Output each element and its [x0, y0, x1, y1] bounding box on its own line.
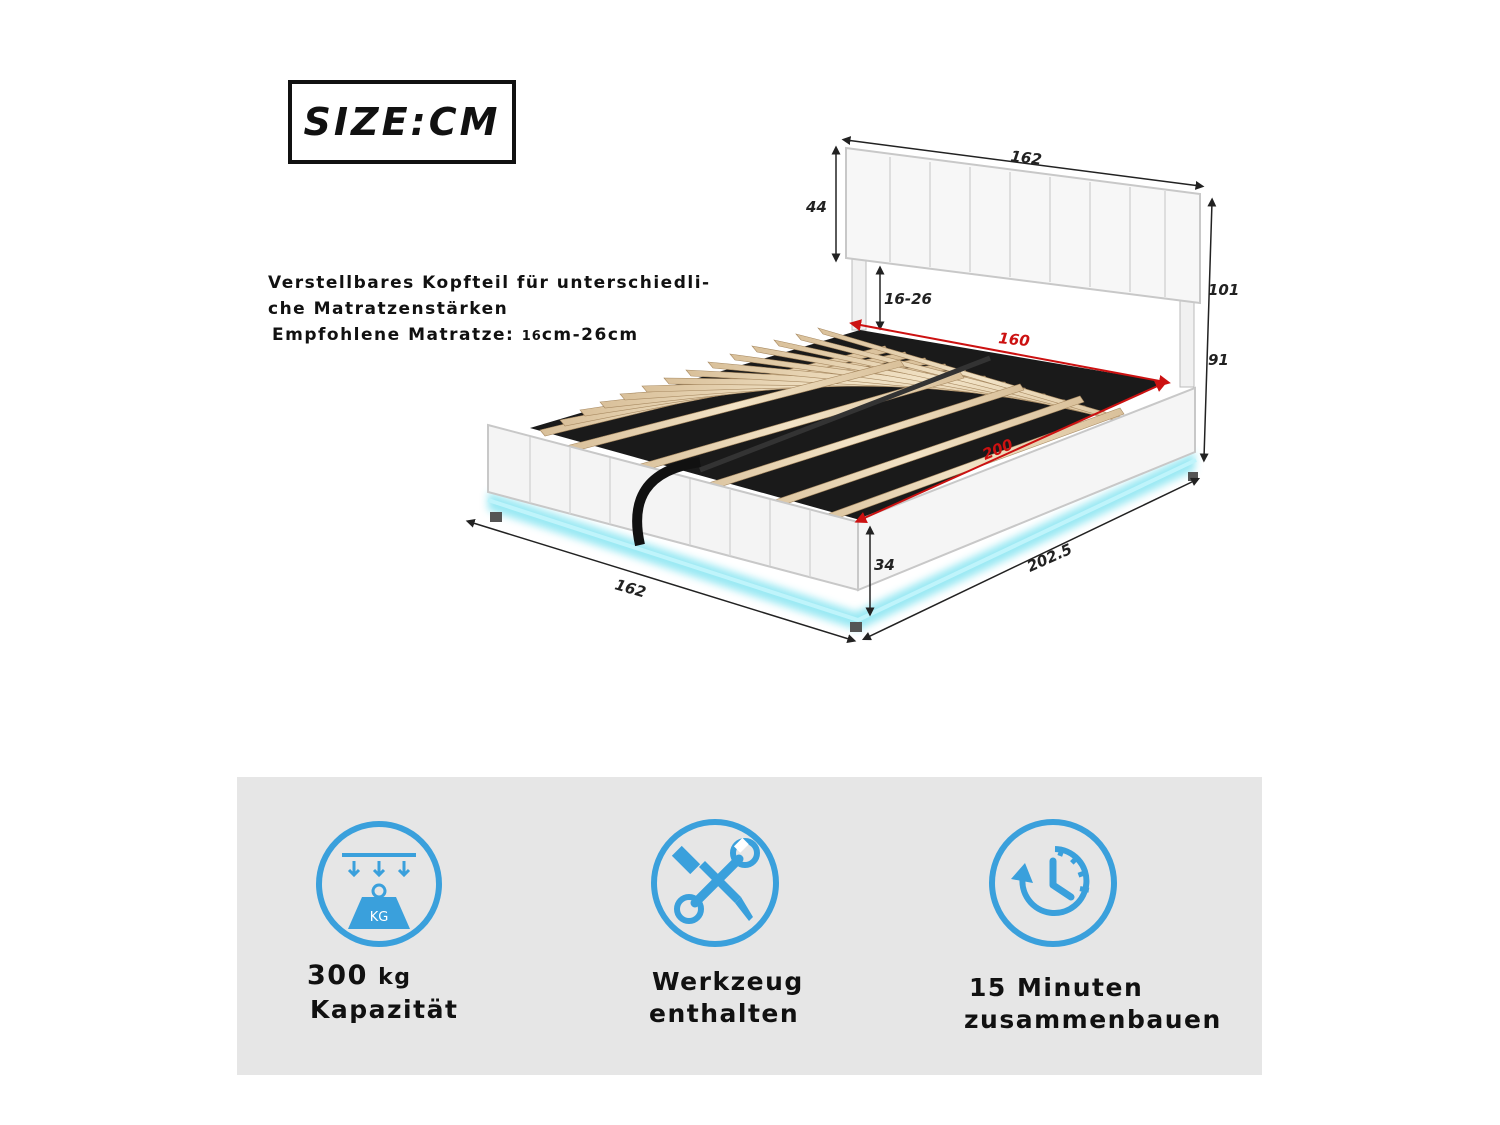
dim-adjust-range: 16-26: [884, 290, 932, 308]
feature-assembly-time: 15 Minuten zusammenbauen: [947, 777, 1247, 1075]
dim-mattress-width: 160: [998, 329, 1031, 350]
features-panel: KG 300 kg Kapazität Werkzeug enthal: [237, 777, 1262, 1075]
assembly-label-line1: 15 Minuten: [969, 973, 1144, 1002]
clock-assembly-icon: [989, 819, 1117, 947]
dim-total-height: 101: [1208, 281, 1239, 299]
bed-diagram: 162 44 101 91 16-26 160 200 34 162 202.5: [465, 136, 1239, 643]
dim-headboard-height: 44: [805, 198, 827, 216]
capacity-unit: kg: [378, 965, 412, 990]
headboard-note-line2: che Matratzenstärken: [268, 299, 509, 319]
weight-kg-icon: KG: [316, 821, 442, 947]
dim-frame-width: 162: [613, 576, 648, 602]
tools-label-line2: enthalten: [649, 999, 800, 1028]
capacity-value: 300 kg: [307, 960, 411, 991]
size-unit-label: SIZE:CM: [303, 100, 501, 144]
tools-icon: [651, 819, 779, 947]
mattress-min-thickness: 16: [521, 329, 542, 344]
dim-headboard-width: 162: [1010, 147, 1043, 169]
dim-frame-height: 34: [874, 556, 895, 574]
mattress-recommendation: Empfohlene Matratze: 16cm-26cm: [272, 325, 639, 345]
feature-tools: Werkzeug enthalten: [612, 777, 912, 1075]
headboard: [845, 146, 1201, 305]
mattress-thickness-rest: cm-26cm: [541, 325, 639, 345]
capacity-number: 300: [307, 960, 368, 991]
capacity-label: Kapazität: [310, 995, 459, 1024]
size-unit-box: SIZE:CM: [288, 80, 516, 164]
dim-height-91: 91: [1208, 351, 1229, 369]
mattress-dimension-lines: [849, 319, 1171, 524]
weight-kg-icon-text: KG: [370, 910, 389, 925]
mattress-recommendation-prefix: Empfohlene Matratze:: [272, 325, 515, 345]
feature-capacity: KG 300 kg Kapazität: [277, 777, 577, 1075]
assembly-label-line2: zusammenbauen: [964, 1005, 1222, 1034]
tools-label-line1: Werkzeug: [652, 967, 804, 996]
headboard-note-line1: Verstellbares Kopfteil für unterschiedli…: [268, 273, 711, 293]
